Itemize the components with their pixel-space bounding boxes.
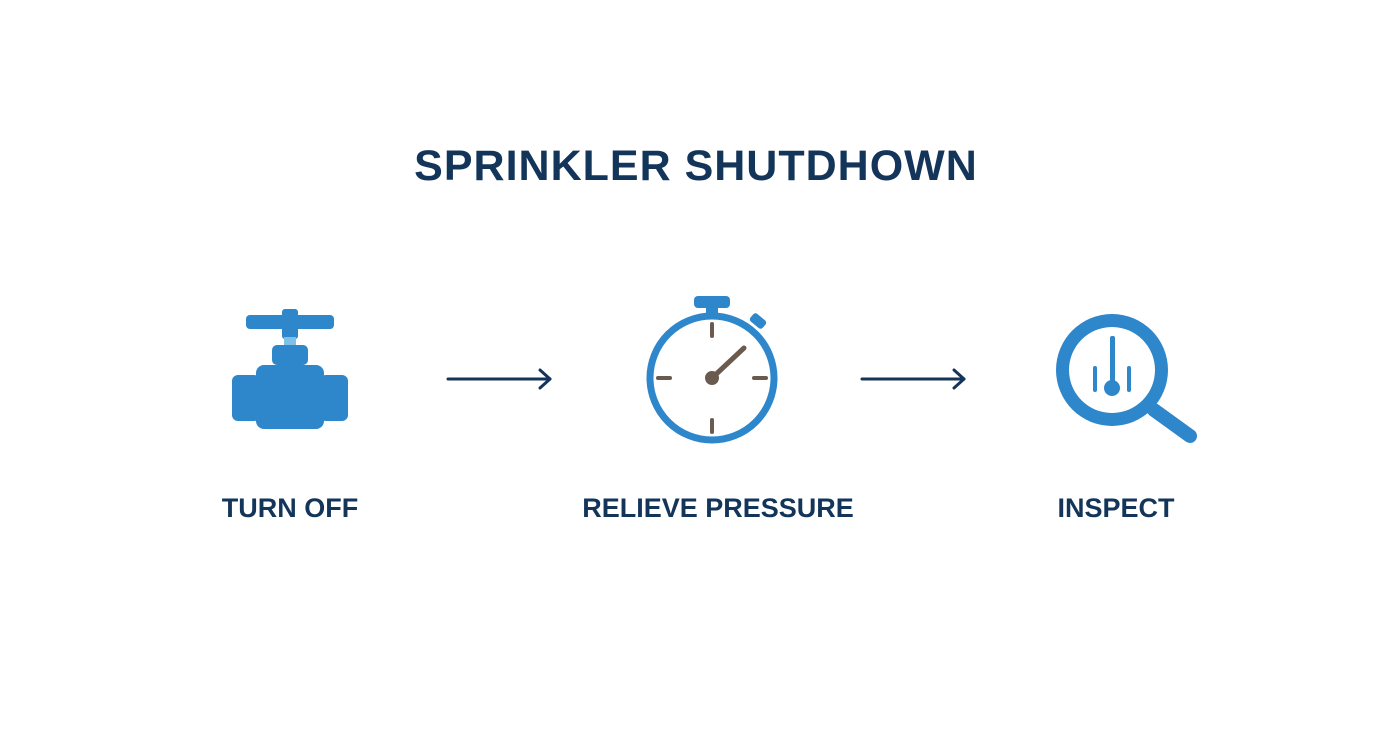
- step-label-turn-off: TURN OFF: [221, 493, 359, 523]
- diagram-title: SPRINKLER SHUTDHOWN: [414, 142, 978, 190]
- stopwatch-icon: [646, 296, 778, 444]
- valve-icon: [232, 309, 348, 429]
- step-label-inspect: INSPECT: [1057, 493, 1175, 523]
- magnifier-icon: [1056, 314, 1197, 443]
- step-label-relieve-pressure: RELIEVE PRESSURE: [582, 493, 854, 523]
- arrow-right-icon: [446, 368, 552, 390]
- arrow-right-icon: [860, 368, 966, 390]
